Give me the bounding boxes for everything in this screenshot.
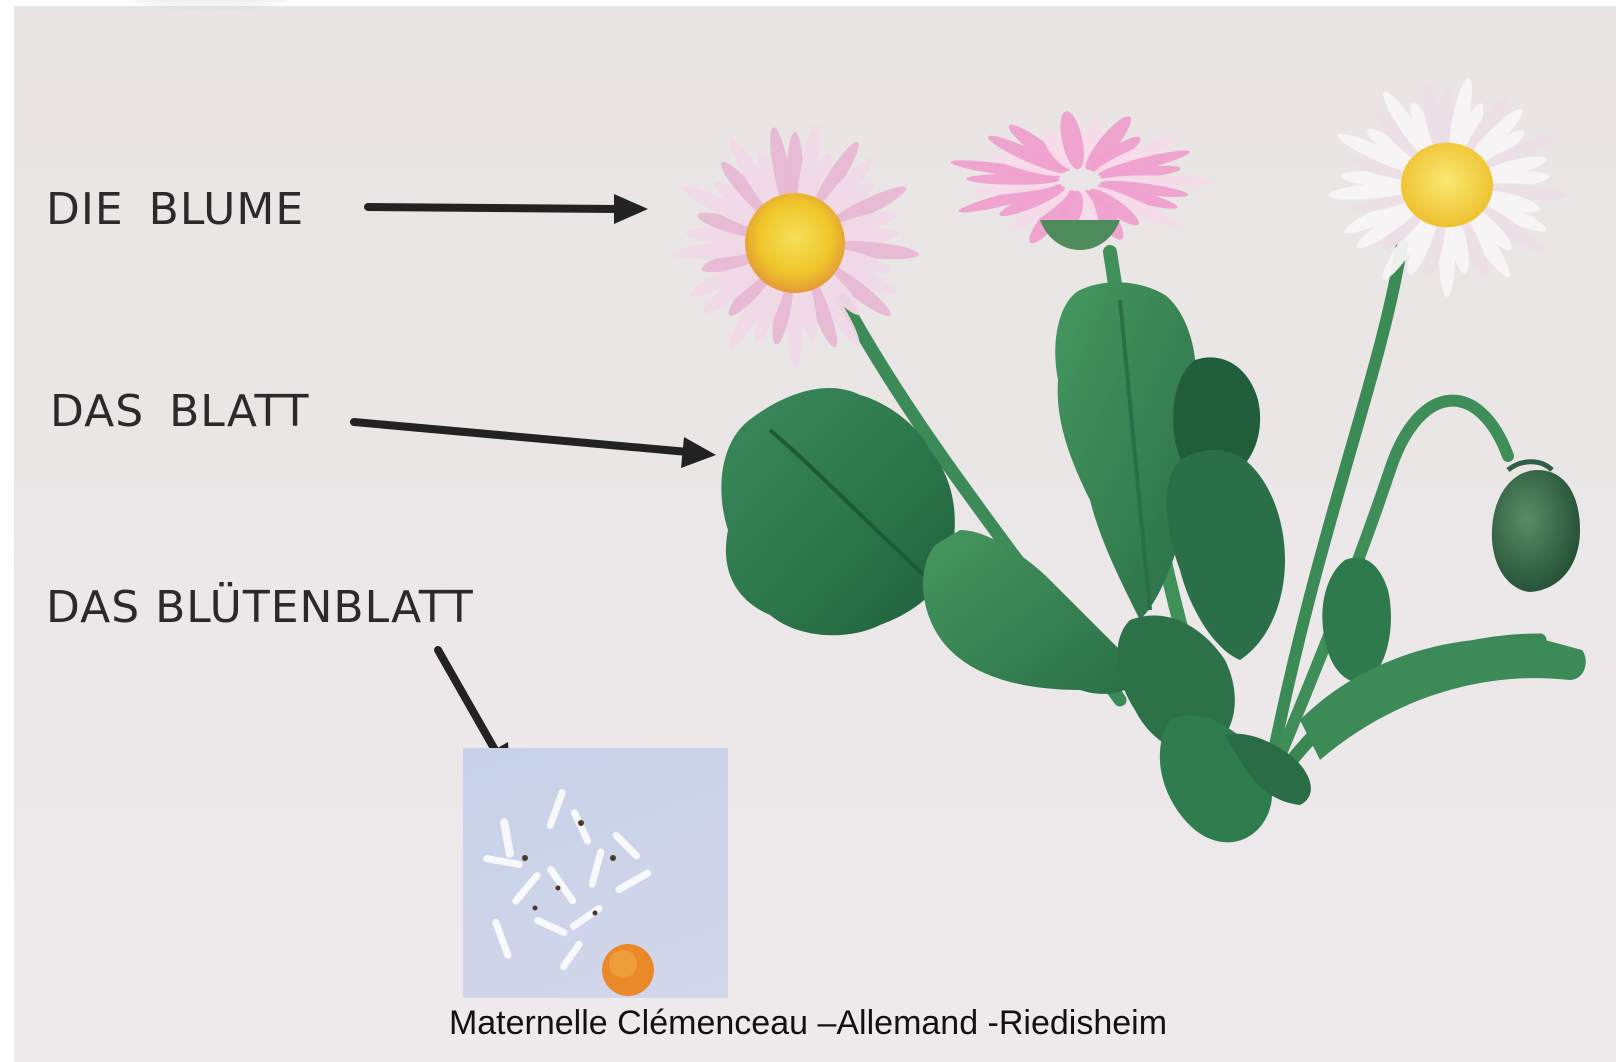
daisy-pink xyxy=(948,111,1215,250)
caption: Maternelle Clémenceau –Allemand -Riedish… xyxy=(0,1004,1616,1043)
daisy-white xyxy=(1327,76,1568,297)
flower-bud xyxy=(1492,462,1580,592)
petals-photo xyxy=(463,748,728,998)
arrow-flower xyxy=(368,194,648,224)
corner-shadow xyxy=(120,0,300,12)
label-das-blatt: DAS BLATT xyxy=(50,386,310,437)
leaves xyxy=(721,282,1585,842)
loose-petals-image xyxy=(463,748,728,998)
label-die-blume: DIE BLUME xyxy=(46,184,304,235)
daisy-pale-pink xyxy=(672,122,919,368)
label-das-bluetenblatt: DAS BLÜTENBLATT xyxy=(46,582,474,633)
arrow-leaf xyxy=(354,422,716,468)
